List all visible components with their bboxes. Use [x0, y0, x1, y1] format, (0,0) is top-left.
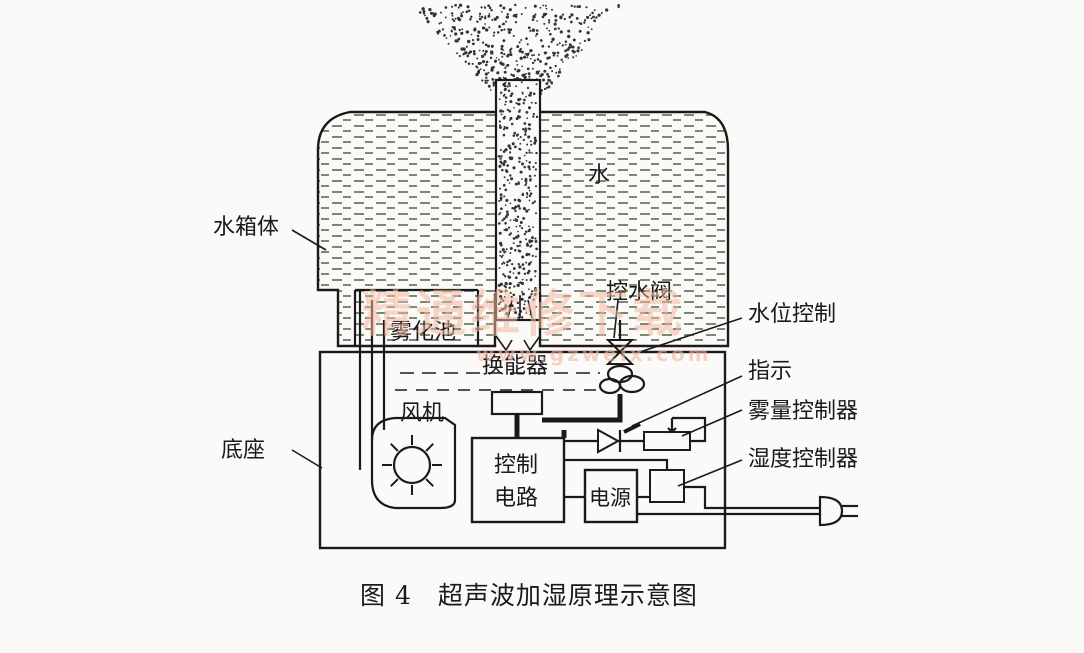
- label-atomizing-pool: 雾化池: [390, 320, 456, 345]
- indicator-led: [597, 422, 641, 454]
- label-mist-controller: 雾量控制器: [748, 399, 858, 424]
- base-housing: [318, 350, 727, 550]
- air-duct: [358, 290, 386, 470]
- label-base: 底座: [221, 438, 265, 463]
- control-circuit-box: [470, 436, 566, 524]
- label-humidity-controller: 湿度控制器: [748, 447, 858, 472]
- pool-water: [395, 372, 600, 391]
- inner-partition: [353, 290, 480, 346]
- figure-caption: 图 4 超声波加湿原理示意图: [360, 581, 698, 610]
- label-water-level-control: 水位控制: [748, 302, 836, 327]
- label-control-circuit-2: 电路: [494, 486, 538, 511]
- watermark-url: www.gzweix.com: [476, 342, 712, 366]
- label-control-circuit-1: 控制: [494, 453, 538, 478]
- label-tank-body: 水箱体: [213, 215, 279, 240]
- mist-tube-dots: [497, 81, 539, 319]
- label-fan: 风机: [400, 401, 444, 426]
- water-valve: [598, 320, 646, 410]
- fan: [370, 416, 457, 510]
- label-water-valve: 控水阀: [606, 280, 672, 305]
- label-indicator: 指示: [748, 359, 792, 384]
- watermark-text: 精通维修下载: [362, 285, 686, 343]
- transducer-waves: [495, 296, 541, 352]
- transducer-block: [490, 390, 544, 416]
- label-power-supply: 电源: [589, 486, 631, 510]
- label-water: 水: [588, 163, 610, 188]
- label-transducer: 换能器: [482, 354, 548, 379]
- wiring: [542, 410, 858, 527]
- leader-lines: [291, 229, 743, 487]
